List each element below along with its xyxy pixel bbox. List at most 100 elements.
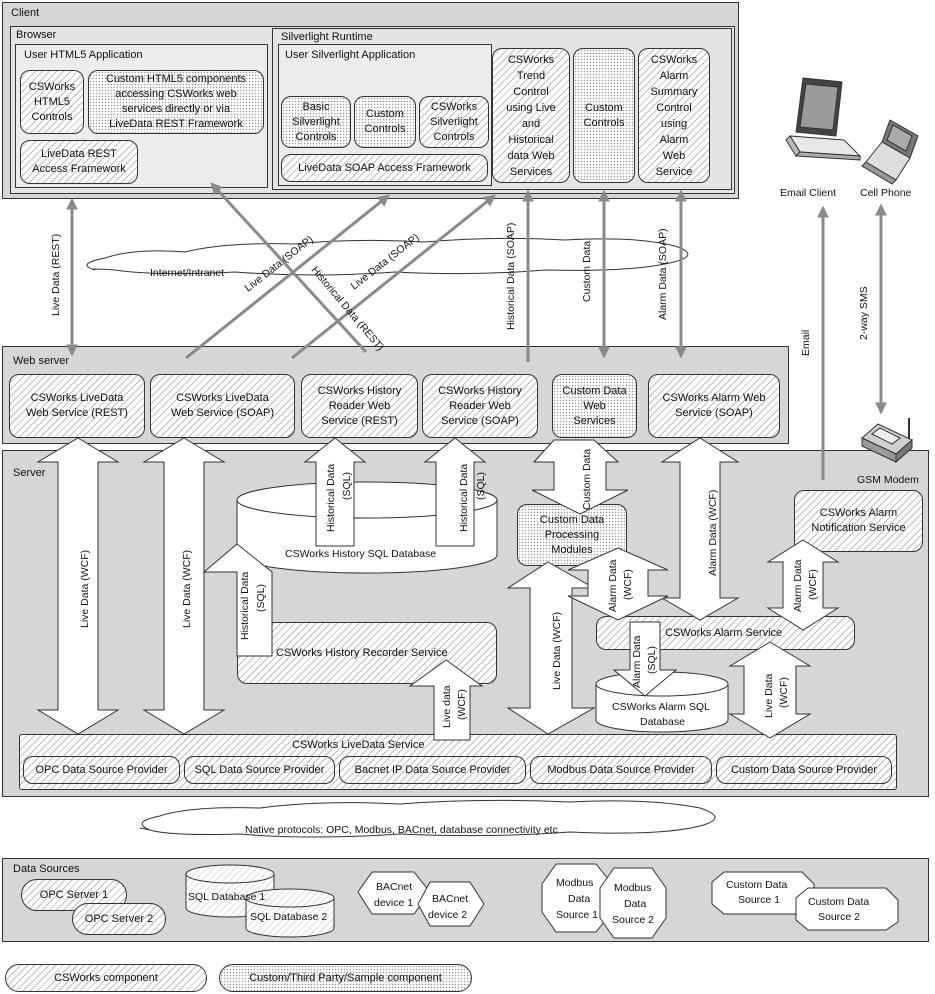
sflow-live-wcf-4: Live Data (WCF) xyxy=(551,612,563,690)
custom-processing-modules: Custom Data Processing Modules xyxy=(517,504,627,566)
block-live-wcf-1 xyxy=(36,437,120,735)
sflow-hist-sql-2b: (SQL) xyxy=(475,472,487,500)
cell-phone-label: Cell Phone xyxy=(860,187,912,199)
livedata-service-label: CSWorks LiveData Service xyxy=(292,739,425,751)
bacnet-device-1 xyxy=(357,871,431,915)
data-sources-label: Data Sources xyxy=(13,863,80,875)
sflow-alarm-wcf-a1: Alarm Data xyxy=(607,559,619,612)
sflow-alarm-wcf-top: Alarm Data (WCF) xyxy=(707,490,719,576)
block-alarm-wcf-top xyxy=(660,437,740,621)
block-hist-sql-1 xyxy=(303,437,367,547)
custom-1-l2: Source 1 xyxy=(738,894,780,906)
provider-sql: SQL Data Source Provider xyxy=(184,756,335,784)
sflow-live-wcf-5b: (WCF) xyxy=(778,677,790,708)
opc-server-2: OPC Server 2 xyxy=(72,903,166,935)
block-alarm-wcf-b xyxy=(766,539,840,631)
block-alarm-wcf-a xyxy=(567,547,669,621)
flow-hist-soap: Historical Data (SOAP) xyxy=(505,223,517,330)
alarm-notification-service: CSWorks Alarm Notification Service xyxy=(794,490,923,552)
modbus-2-l1: Modbus xyxy=(614,882,651,894)
provider-opc: OPC Data Source Provider xyxy=(23,756,180,784)
sflow-custom-data: Custom Data xyxy=(581,449,593,510)
block-live-wcf-2 xyxy=(142,437,226,735)
modbus-source-1 xyxy=(541,863,613,933)
alarm-web-service: CSWorks Alarm Web Service (SOAP) xyxy=(648,374,780,438)
block-custom-data xyxy=(531,439,629,515)
legend-csworks: CSWorks component xyxy=(5,964,207,992)
history-recorder-label: CSWorks History Recorder Service xyxy=(276,647,448,659)
bacnet-2-l2: device 2 xyxy=(428,909,467,921)
arrow-hist-rest xyxy=(210,182,368,354)
block-hist-sql-2 xyxy=(423,437,487,547)
email-client-label: Email Client xyxy=(780,187,836,199)
web-server-label: Web server xyxy=(13,355,70,367)
modbus-1-l3: Source 1 xyxy=(556,909,598,921)
trend-control: CSWorks Trend Control using Live and His… xyxy=(492,48,570,183)
alarm-service-label: CSWorks Alarm Service xyxy=(665,627,783,639)
flow-live-rest: Live Data (REST) xyxy=(50,234,62,316)
sflow-hist-sql-1a: Historical Data xyxy=(325,464,337,532)
flow-email: Email xyxy=(800,330,812,356)
block-live-wcf-3 xyxy=(408,659,484,741)
bacnet-2-l1: BACnet xyxy=(432,893,468,905)
sql-database-2-label: SQL Database 2 xyxy=(250,911,327,923)
flow-sms: 2-way SMS xyxy=(858,286,870,340)
livedata-soap-framework: LiveData SOAP Access Framework xyxy=(281,154,488,182)
sflow-alarm-wcf-b2: (WCF) xyxy=(807,569,819,600)
cell-phone-icon xyxy=(861,119,919,185)
custom-html5-components: Custom HTML5 components accessing CSWork… xyxy=(88,70,264,134)
laptop-icon xyxy=(785,77,862,161)
gsm-modem-label: GSM Modem xyxy=(857,474,919,486)
history-sql-database xyxy=(236,481,498,574)
block-alarm-sql xyxy=(612,621,678,697)
html5-app-label: User HTML5 Application xyxy=(24,49,143,61)
history-reader-rest-web-service: CSWorks History Reader Web Service (REST… xyxy=(301,374,418,438)
custom-controls-tall: Custom Controls xyxy=(573,48,635,183)
block-live-wcf-4 xyxy=(506,561,596,735)
livedata-rest-framework: LiveData REST Access Framework xyxy=(20,140,138,184)
history-db-label: CSWorks History SQL Database xyxy=(285,548,436,560)
modbus-2-l2: Data xyxy=(624,898,646,910)
modbus-source-2 xyxy=(599,867,667,939)
sflow-alarm-wcf-b1: Alarm Data xyxy=(792,559,804,612)
sflow-hist-sql-1b: (SQL) xyxy=(341,472,353,500)
livedata-rest-web-service: CSWorks LiveData Web Service (REST) xyxy=(9,374,145,438)
block-live-wcf-5 xyxy=(728,641,812,739)
provider-custom: Custom Data Source Provider xyxy=(716,756,892,784)
internet-label: Internet/Intranet xyxy=(150,267,224,279)
csworks-silverlight-controls: CSWorks Silverlight Controls xyxy=(419,96,489,148)
browser-label: Browser xyxy=(16,29,57,41)
custom-controls-small: Custom Controls xyxy=(354,96,416,148)
native-protocols-cloud xyxy=(139,799,716,838)
server-label: Server xyxy=(13,467,46,479)
livedata-soap-web-service: CSWorks LiveData Web Service (SOAP) xyxy=(150,374,295,438)
sflow-live-wcf-3a: Live data xyxy=(441,685,453,728)
sflow-alarm-sql-1: Alarm Data xyxy=(631,635,643,688)
silverlight-runtime-label: Silverlight Runtime xyxy=(281,31,373,43)
client-label: Client xyxy=(11,7,40,19)
flow-custom-data: Custom Data xyxy=(581,241,593,302)
bacnet-device-2 xyxy=(417,881,485,927)
sflow-alarm-sql-2: (SQL) xyxy=(646,646,658,674)
sql-database-1-label: SQL Database 1 xyxy=(188,891,265,903)
alarm-db-label-2: Database xyxy=(640,716,685,728)
history-reader-soap-web-service: CSWorks History Reader Web Service (SOAP… xyxy=(422,374,538,438)
sflow-alarm-wcf-a2: (WCF) xyxy=(622,569,634,600)
bacnet-1-l1: BACnet xyxy=(376,881,412,893)
custom-2-l2: Source 2 xyxy=(818,911,860,923)
csworks-html5-controls: CSWorks HTML5 Controls xyxy=(20,70,84,134)
flow-alarm-soap: Alarm Data (SOAP) xyxy=(657,228,669,320)
custom-source-2 xyxy=(795,887,899,931)
custom-data-web-services: Custom Data Web Services xyxy=(552,374,637,438)
sflow-hist-sql-3a: Historical Data xyxy=(239,572,251,640)
sflow-live-wcf-5a: Live Data xyxy=(763,673,775,718)
custom-1-l1: Custom Data xyxy=(726,879,787,891)
legend-custom: Custom/Third Party/Sample component xyxy=(219,964,472,992)
block-hist-sql-3 xyxy=(202,543,273,657)
silverlight-app-label: User Silverlight Application xyxy=(285,49,416,61)
basic-silverlight-controls: Basic Silverlight Controls xyxy=(281,96,351,148)
modbus-2-l3: Source 2 xyxy=(612,914,654,926)
sflow-hist-sql-2a: Historical Data xyxy=(458,464,470,532)
native-protocols-label: Native protocols: OPC, Modbus, BACnet, d… xyxy=(245,824,558,836)
modbus-1-l1: Modbus xyxy=(556,877,593,889)
